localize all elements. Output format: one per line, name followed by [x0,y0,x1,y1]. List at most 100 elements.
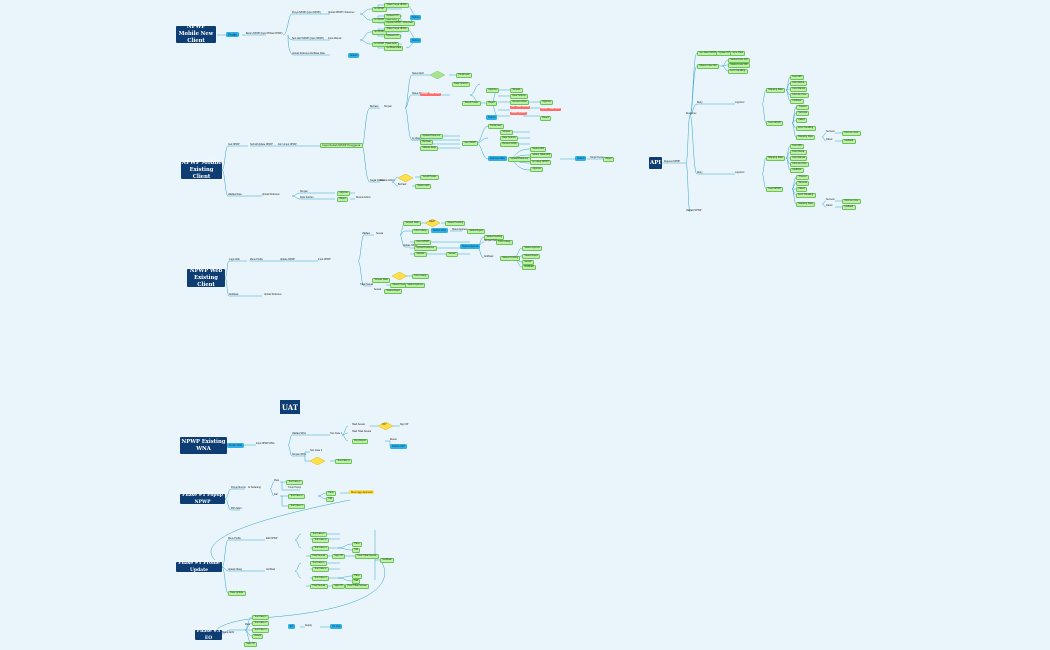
web-approve-blue[interactable]: Status Approve [460,244,481,250]
profile-leaf-2: Test Case 1 [310,532,327,538]
existing-leaf-4: Approve [540,100,554,106]
profile-leaf-17: Hasil Tidak Sesuai [345,584,369,590]
existing-node-21: Berhasil [398,184,407,186]
profile-node-3: Upload Ulang [228,569,242,571]
profile-leaf-14: Pass [352,574,362,580]
api-leaf-16: Success [796,111,810,117]
profile-node-1: Menu Profile [228,538,241,540]
existing-node-5: Upload Dokumen [262,194,280,196]
api-leaf-4: Status Code 200 [697,64,719,70]
existing-center-node[interactable]: Input Sudah NPWP Pengguna [320,143,363,149]
uat-title: UAT [280,400,300,414]
api-leaf-13: Kirim ke Core [790,93,809,99]
new-client-submit-2[interactable]: Submit [410,38,422,44]
web-leaf-4: Status Reject [467,229,486,235]
existing-red-4: NPWP Tidak Valid [540,108,561,112]
api-leaf-34: Kirim ke Core [842,199,861,205]
web-node-11: Update NPWP [403,245,418,247]
api-leaf-32: Error Handling [796,193,816,199]
existing-submit-blue[interactable]: Submit [486,115,498,121]
web-leaf-14: Sesuai [522,260,534,266]
api-leaf-7: Error Handling [728,69,748,75]
api-node-9: Log Error [735,172,745,174]
existing-final-blue[interactable]: Submit [575,156,587,162]
wna-node-1: Input NPWP WNA [256,443,275,445]
existing-node-23: Data Terkirim [300,197,314,199]
eo-node-1: Status Akhir [222,632,235,634]
api-leaf-29: Timeout [796,175,809,181]
popup-leaf-3: Test Case 3 [288,504,305,510]
profile-leaf-9: Hasil Tidak Sesuai [355,554,379,560]
new-client-node-4: Upload Dokumen [292,53,310,55]
eo-go-live[interactable]: Go Live [330,624,343,630]
existing-node-6: Berhasil [370,106,379,108]
web-leaf-10: Kirim Ulang [496,240,513,246]
existing-node-3: Form Input NPWP [278,144,297,146]
existing-node-14: Data Terkirim [452,82,471,88]
eo-leaf-4: Retest [252,634,264,640]
root-new-client[interactable]: NPWP Mobile New Client [176,24,216,44]
existing-leaf-19: Status Aktif [415,184,432,190]
wna-submit-blue[interactable]: Submit UAT [390,444,407,450]
eo-leaf-3: Test Case 3 [252,628,269,634]
api-leaf-14: Callback [790,99,804,105]
eo-blue[interactable]: EO [288,624,296,630]
existing-leaf-18: Tampil Pesan [420,175,439,181]
api-node-7: Failed [826,139,833,141]
root-existing-wna[interactable]: NPWP Existing WNA [180,437,227,454]
web-leaf-20: Status Reject [384,289,403,295]
popup-leaf-1: Test Case 1 [286,480,303,486]
api-leaf-5: Status Code 400 [728,58,750,64]
existing-node-4: Validasi Data [228,194,242,196]
wna-blue[interactable]: Profile WNA [227,443,245,449]
existing-leaf-5: Reject [540,116,552,122]
web-decision [425,219,440,227]
wna-node-9: Test Case 2 [310,450,323,452]
api-node-6: Success [826,131,835,133]
existing-node-22: Simpan [300,191,308,193]
api-leaf-18: Error Handling [796,126,816,132]
existing-approve-blue[interactable]: Approve Data [488,156,507,162]
api-leaf-3: Sync Data [730,51,746,57]
new-client-leaf-6: Isi NPWP [372,30,387,36]
new-client-leaf-3: Tidak Punya NPWP [384,3,409,9]
existing-node-10: Status Aktif [412,73,424,75]
new-client-leaf-10: Verifikasi Data [384,46,404,52]
existing-red-3: Gagal Update [510,112,527,116]
new-client-node-5: Upload NPWP / Dokumen [328,12,355,14]
web-leaf-2: Status Pending [445,221,466,227]
new-client-submit-3[interactable]: Submit [348,53,360,59]
root-phase1-profile[interactable]: Phase #1 Profile Update [176,561,222,573]
root-existing-client[interactable]: NPWP Mobile Existing Client [181,160,222,180]
new-client-submit-1[interactable]: Submit [410,15,422,21]
profile-leaf-10: Test Case 1 [310,561,327,567]
wna-leaf-1: Bug Report [352,439,369,445]
api-node-8: Retry [697,172,703,174]
root-web-existing-client[interactable]: NPWP Web Existing Client [187,268,225,288]
existing-leaf-6: Upload Dokumen [420,134,443,140]
root-phase3[interactable]: Phase #3 EO [195,629,222,641]
api-leaf-31: Failed [796,187,808,193]
root-api[interactable]: API [649,157,662,169]
profile-leaf-11: Test Case 2 [312,567,329,573]
profile-node-4: Verifikasi [266,569,276,571]
web-leaf-7: Validasi [414,252,427,258]
web-node-14: Sesuai [374,289,382,291]
new-client-leaf-5: Upload NPWP / Dokumen [384,21,416,27]
existing-node-20: Tampil Pesan [590,157,604,159]
wna-decision-1 [378,422,393,430]
web-submit-blue[interactable]: Submit Web [431,228,448,234]
root-phase1-popup[interactable]: Phase #1 Popup NPWP [180,493,225,505]
popup-node-3: Isi Sekarang [248,487,261,489]
api-node-2: Response [686,113,697,115]
popup-leaf-4: Pass [326,491,336,497]
existing-leaf-1: Simpan [510,88,523,94]
api-node-5: Log Error [735,102,745,104]
existing-leaf-17: Reject [603,157,615,163]
existing-leaf-3: Review Admin [510,100,530,106]
existing-leaf-10: Simpan [500,130,513,136]
profile-node[interactable]: Profile [226,32,240,38]
api-node-3: Validasi NPWP [686,210,702,212]
popup-warning: Menunggu Approval [349,490,375,494]
existing-leaf-15: Isi Ulang NPWP [530,160,552,166]
